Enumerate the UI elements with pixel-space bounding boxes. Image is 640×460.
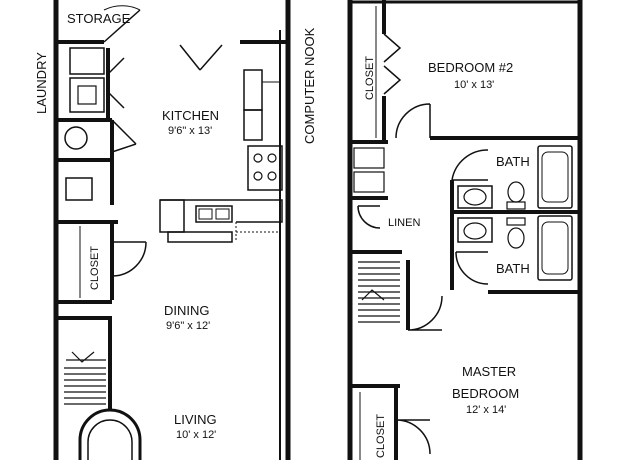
second-floor-plan: [347, 0, 583, 460]
label-master-line2: BEDROOM: [452, 386, 519, 401]
burner-2: [267, 153, 277, 163]
counter-bottom: [160, 199, 283, 223]
sink-bottom: [463, 222, 487, 240]
door-storage-arc: [103, 5, 141, 11]
label-dining-dims: 9'6" x 12': [166, 320, 210, 332]
door-bath-top: [451, 149, 489, 181]
label-kitchen: KITCHEN: [162, 108, 219, 123]
washer: [69, 47, 105, 75]
door-bed2: [395, 103, 431, 139]
label-dining: DINING: [164, 303, 210, 318]
door-closet-left: [111, 241, 147, 277]
burner-4: [267, 171, 277, 181]
label-living-dims: 10' x 12': [176, 429, 216, 441]
vanity-top: [457, 185, 493, 209]
label-laundry: LAUNDRY: [34, 52, 49, 114]
door-closet-bed2: [383, 33, 402, 95]
label-living: LIVING: [174, 412, 217, 427]
dryer: [69, 77, 105, 113]
entry-arch: [78, 408, 142, 460]
toilet-tank-bottom: [506, 217, 526, 226]
toilet-bottom: [507, 227, 525, 249]
door-storage: [103, 9, 141, 43]
sink-top: [463, 188, 487, 206]
tub-top-inner: [541, 151, 569, 203]
stove: [247, 145, 283, 191]
label-bath-bottom: BATH: [496, 261, 530, 276]
entry-arch-inner: [87, 419, 133, 460]
label-closet-bed2: CLOSET: [364, 56, 376, 100]
label-computer-nook: COMPUTER NOOK: [302, 27, 317, 144]
sink-left: [198, 208, 213, 220]
door-master: [407, 295, 443, 331]
toilet-top: [507, 181, 525, 203]
counter-right-2: [243, 109, 263, 141]
door-laundry: [107, 57, 125, 109]
door-kitchen-top: [179, 44, 223, 71]
label-closet-left: CLOSET: [89, 246, 101, 290]
stairs-upper: [358, 261, 400, 323]
door-master-closet: [395, 419, 431, 455]
counter-right: [243, 69, 263, 111]
shelf-2: [353, 171, 385, 193]
door-utility: [111, 119, 137, 153]
label-bath-top: BATH: [496, 154, 530, 169]
burner-1: [253, 153, 263, 163]
label-linen: LINEN: [388, 217, 420, 229]
sink-basin: [195, 205, 233, 223]
dishwasher: [159, 199, 185, 233]
label-kitchen-dims: 9'6" x 13': [168, 125, 212, 137]
kitchen-island: [167, 231, 233, 243]
door-linen: [357, 205, 381, 229]
door-bath-bottom: [455, 251, 489, 285]
label-master-line1: MASTER: [462, 364, 516, 379]
sink-right: [215, 208, 230, 220]
water-heater: [64, 126, 88, 150]
dryer-door: [77, 85, 97, 105]
tub-bottom: [537, 215, 573, 281]
burner-3: [253, 171, 263, 181]
toilet-tank-top: [506, 201, 526, 210]
label-storage: STORAGE: [67, 11, 131, 26]
shelf-1: [353, 147, 385, 169]
label-master-dims: 12' x 14': [466, 404, 506, 416]
vanity-bottom: [457, 217, 493, 243]
tub-top: [537, 145, 573, 209]
stairs: [64, 351, 106, 405]
utility-cabinet: [65, 177, 93, 201]
tub-bottom-inner: [541, 221, 569, 275]
label-bedroom2-dims: 10' x 13': [454, 79, 494, 91]
label-bedroom2: BEDROOM #2: [428, 60, 513, 75]
first-floor-plan: [53, 0, 291, 460]
label-closet-master: CLOSET: [375, 414, 387, 458]
